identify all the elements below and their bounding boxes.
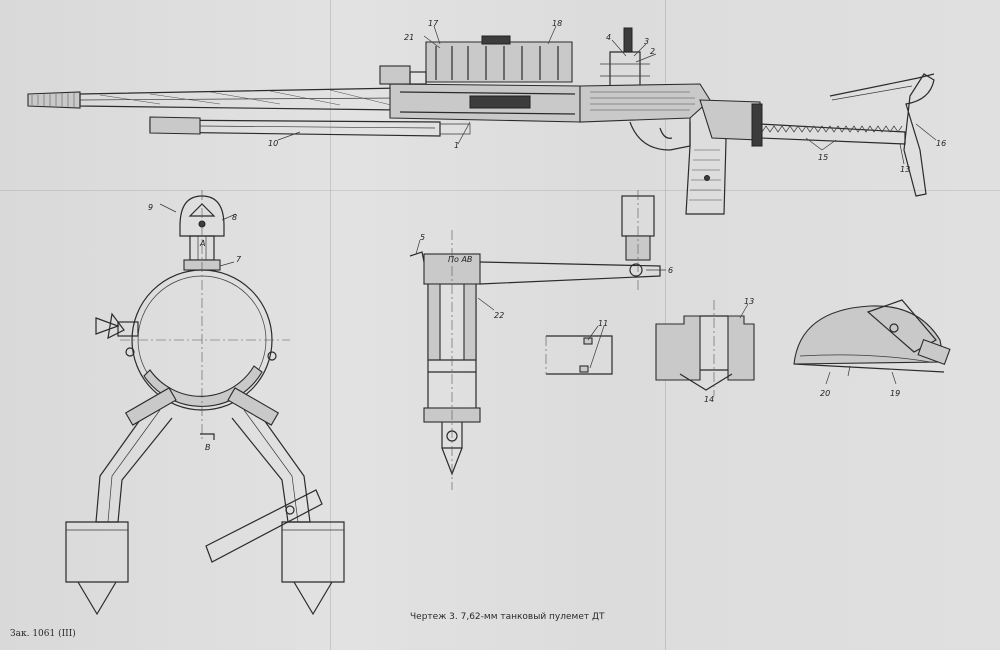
callout-15: 15	[818, 153, 828, 162]
paper-fold-line	[330, 0, 331, 650]
callout-20: 20	[820, 389, 830, 398]
callout-16: 16	[936, 139, 946, 148]
view-letter-b: B	[205, 443, 211, 452]
callout-4: 4	[606, 33, 611, 42]
callout-5: 5	[420, 233, 425, 242]
callout-labels: По АВ A B 1 2 3 4 5 6 7 8 9 10 11 13 14 …	[148, 19, 946, 452]
callout-1: 1	[454, 141, 459, 150]
callout-18: 18	[552, 19, 562, 28]
detail-part-11	[545, 325, 613, 375]
callout-6: 6	[668, 266, 673, 275]
drawing-caption: Чертеж 3. 7,62-мм танковый пулемет ДТ	[410, 612, 605, 622]
section-label: По АВ	[448, 255, 472, 264]
callout-7: 7	[236, 255, 242, 264]
order-number: Зак. 1061 (III)	[10, 629, 76, 639]
callout-8: 8	[232, 213, 237, 222]
callout-11: 11	[598, 319, 608, 328]
paper-fold-line	[0, 190, 1000, 191]
callout-13: 13	[900, 165, 910, 174]
detail-part-14	[655, 300, 755, 396]
mount-bracket-view	[65, 190, 345, 616]
detail-shield-part	[793, 299, 951, 385]
callout-2: 2	[650, 47, 655, 56]
callout-13-detail: 13	[744, 297, 754, 306]
callout-10: 10	[268, 139, 278, 148]
machine-gun-section-view	[27, 25, 937, 215]
callout-17: 17	[428, 19, 439, 28]
view-letter-a: A	[199, 239, 205, 248]
callout-9: 9	[148, 203, 153, 212]
callout-22: 22	[494, 311, 504, 320]
callout-21: 21	[404, 33, 414, 42]
callout-3: 3	[644, 37, 649, 46]
callout-14: 14	[704, 395, 714, 404]
section-view-ab	[409, 190, 666, 490]
callout-19: 19	[890, 389, 900, 398]
